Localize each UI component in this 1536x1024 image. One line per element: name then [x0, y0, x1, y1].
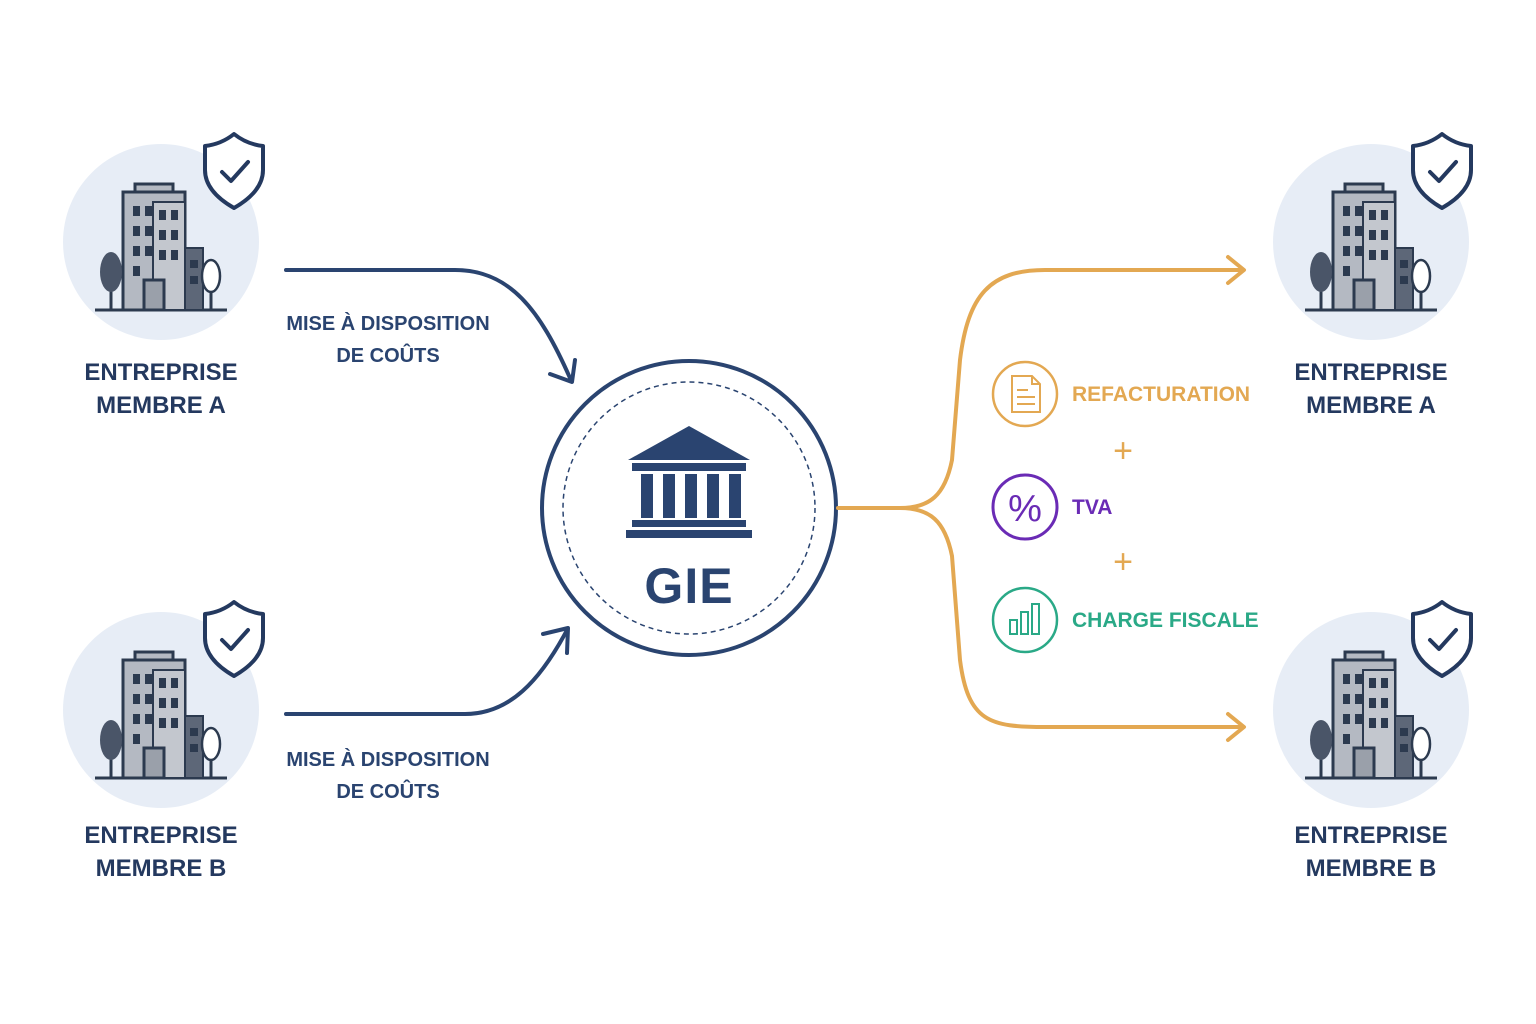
svg-text:%: % — [1008, 488, 1042, 530]
arrow-right-branches — [836, 255, 1246, 742]
company-label-left-a: ENTREPRISE MEMBRE A — [41, 356, 281, 422]
building-icon-left-a — [61, 132, 265, 342]
institution-icon — [626, 426, 752, 538]
company-label-line: MEMBRE B — [1305, 855, 1437, 882]
flow-label-line: DE COÛTS — [336, 781, 440, 803]
company-label-line: MEMBRE A — [1306, 392, 1436, 419]
percent-icon: % — [991, 473, 1059, 541]
output-label-tva: TVA — [1072, 496, 1113, 519]
company-label-line: MEMBRE B — [95, 855, 227, 882]
plus-separator: + — [1113, 543, 1133, 581]
company-label-line: ENTREPRISE — [1294, 822, 1448, 849]
invoice-document-icon — [991, 360, 1059, 428]
plus-separator: + — [1113, 432, 1133, 470]
company-label-line: ENTREPRISE — [84, 822, 238, 849]
company-label-right-b: ENTREPRISE MEMBRE B — [1251, 819, 1491, 885]
bar-chart-icon — [991, 586, 1059, 654]
flow-label-line: MISE À DISPOSITION — [286, 313, 490, 335]
building-icon-right-a — [1271, 132, 1473, 342]
company-label-line: ENTREPRISE — [84, 359, 238, 386]
flow-label-line: DE COÛTS — [336, 345, 440, 367]
company-label-left-b: ENTREPRISE MEMBRE B — [41, 819, 281, 885]
company-label-line: MEMBRE A — [96, 392, 226, 419]
arrow-left-top — [284, 268, 577, 384]
output-label-refacturation: REFACTURATION — [1072, 383, 1251, 406]
company-label-line: ENTREPRISE — [1294, 359, 1448, 386]
flow-label-bottom: MISE À DISPOSITION DE COÛTS — [258, 744, 518, 808]
flow-label-line: MISE À DISPOSITION — [286, 749, 490, 771]
output-label-charge-fiscale: CHARGE FISCALE — [1072, 609, 1259, 632]
building-icon-right-b — [1271, 600, 1473, 810]
flow-label-top: MISE À DISPOSITION DE COÛTS — [258, 308, 518, 372]
company-label-right-a: ENTREPRISE MEMBRE A — [1251, 356, 1491, 422]
gie-label: GIE — [644, 558, 734, 614]
arrow-left-bottom — [284, 626, 570, 716]
building-icon-left-b — [61, 600, 265, 810]
